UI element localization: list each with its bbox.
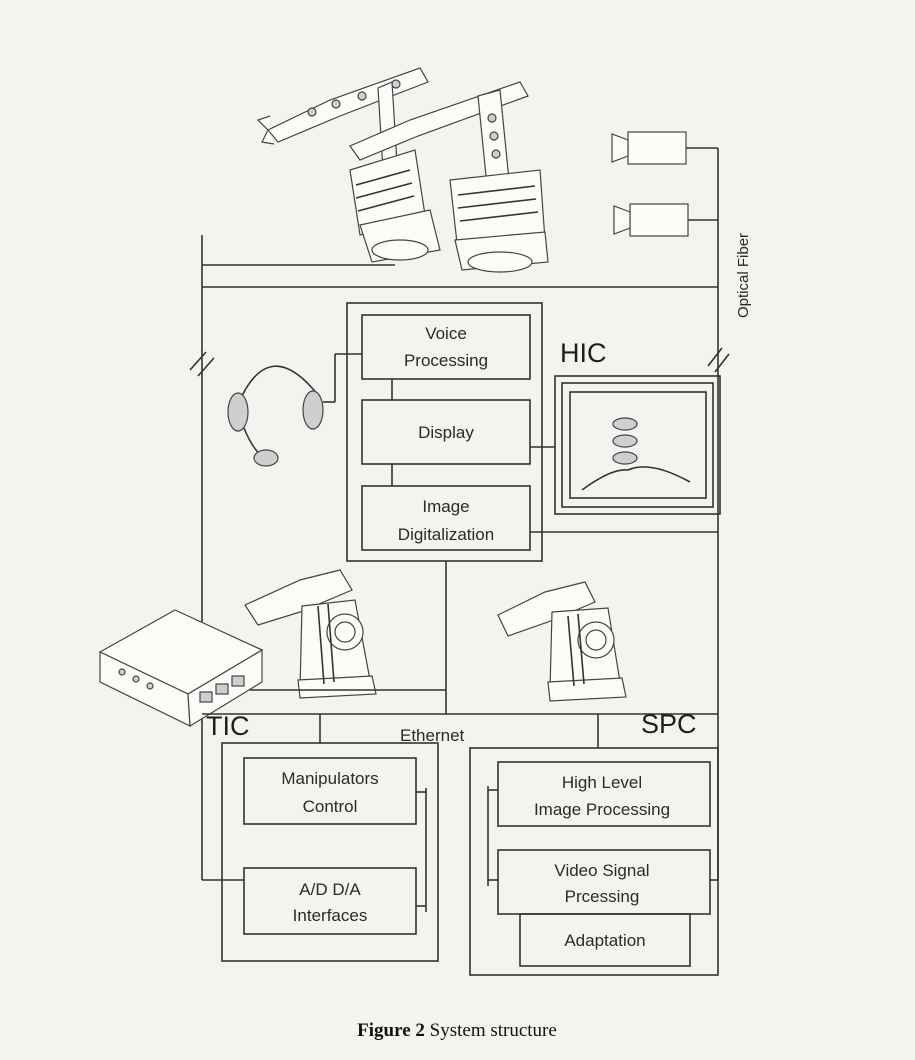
- spc-label: SPC: [641, 709, 697, 739]
- image-digitalization-label: Image: [422, 497, 469, 516]
- video-signal-processing-label: Prcessing: [565, 887, 640, 906]
- video-signal-processing-label: Video Signal: [554, 861, 649, 880]
- manipulators-control-block: [243, 757, 417, 825]
- manipulators-control-label: Control: [303, 797, 358, 816]
- left-robot-arm: [256, 67, 441, 263]
- ethernet-label: Ethernet: [400, 726, 465, 745]
- ad-da-interfaces-block: [243, 867, 417, 935]
- adaptation-block: [519, 913, 691, 967]
- right-robot-arm: [349, 81, 549, 273]
- camera-icon: [611, 131, 718, 165]
- display-label: Display: [418, 423, 474, 442]
- monitor-display-icon: [554, 375, 721, 515]
- camera-icon: [613, 203, 718, 237]
- hic-stack: Voice Processing Display Image Digitaliz…: [346, 302, 543, 562]
- spc-group: High Level Image Processing Video Signal…: [469, 747, 719, 976]
- ad-da-interfaces-label: Interfaces: [293, 906, 368, 925]
- robot-arms-illustration: [256, 67, 549, 273]
- hic-outer-box: [346, 302, 543, 562]
- headphones-icon: [227, 365, 324, 467]
- rack-controller-unit: [98, 609, 264, 728]
- spc-box: [469, 747, 719, 976]
- pan-tilt-camera-right: [497, 581, 627, 702]
- voice-processing-label: Processing: [404, 351, 488, 370]
- tic-box: [221, 742, 439, 962]
- voice-processing-block: [361, 314, 531, 380]
- optical-fiber-label: Optical Fiber: [735, 233, 752, 318]
- figure-caption: Figure 2 System structure: [357, 1020, 557, 1041]
- image-digitalization-block: [361, 485, 531, 551]
- adaptation-label: Adaptation: [564, 931, 645, 950]
- image-digitalization-label: Digitalization: [398, 525, 494, 544]
- high-level-image-processing-label: Image Processing: [534, 800, 670, 819]
- pan-tilt-camera-left: [244, 569, 377, 699]
- tic-label: TIC: [206, 711, 250, 741]
- manipulators-control-label: Manipulators: [281, 769, 378, 788]
- voice-processing-label: Voice: [425, 324, 467, 343]
- ad-da-interfaces-label: A/D D/A: [299, 880, 361, 899]
- hic-label: HIC: [560, 338, 607, 368]
- high-level-image-processing-label: High Level: [562, 773, 642, 792]
- high-level-image-processing-block: [497, 761, 711, 827]
- tic-group: Manipulators Control A/D D/A Interfaces: [221, 742, 439, 962]
- display-block: [361, 399, 531, 465]
